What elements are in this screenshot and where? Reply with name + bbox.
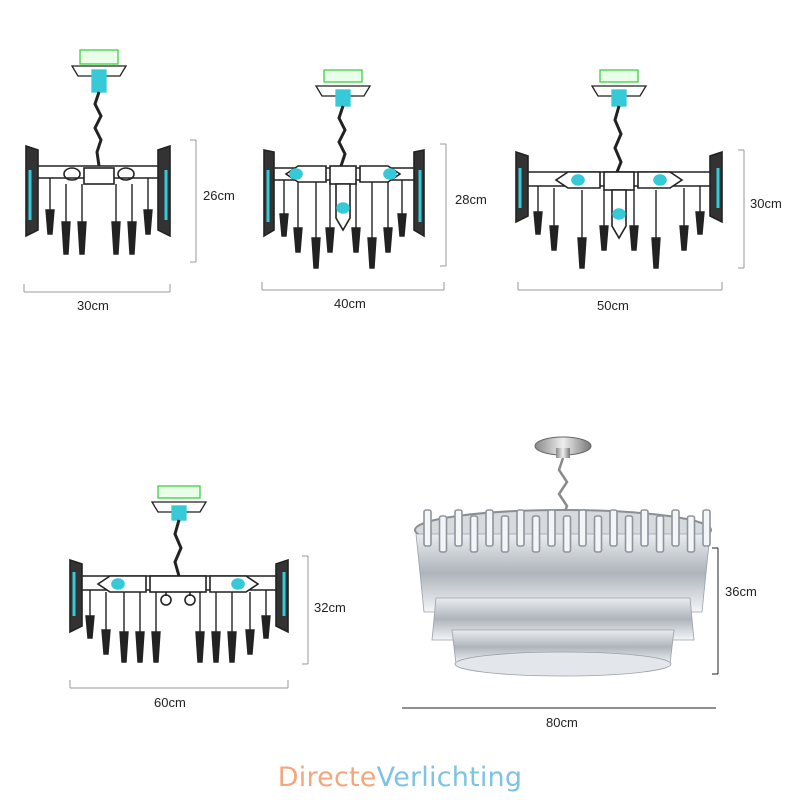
crystal-tier-2 — [431, 597, 695, 641]
width-label-50: 50cm — [597, 298, 629, 313]
crystal-rod — [702, 509, 711, 547]
width-dimension-line — [69, 680, 289, 689]
chain — [613, 105, 623, 173]
frame — [515, 150, 723, 240]
crystal-rod — [531, 515, 541, 553]
chain — [173, 519, 183, 577]
crystal-rod — [593, 515, 603, 553]
crystal-rod — [624, 515, 634, 553]
brand-logo: DirecteVerlichting — [0, 762, 800, 793]
height-label-30: 26cm — [203, 188, 235, 203]
frame — [69, 558, 289, 634]
crystal-rod — [516, 509, 525, 547]
chain — [337, 105, 347, 167]
frame — [25, 144, 171, 238]
pendants — [45, 178, 153, 255]
crystal-rod — [438, 515, 448, 553]
width-label-30: 30cm — [77, 298, 109, 313]
pendants — [279, 180, 407, 269]
crystal-rod — [500, 515, 510, 553]
width-label-40: 40cm — [334, 296, 366, 311]
crystal-rod — [578, 509, 587, 547]
crystal-rod — [547, 509, 556, 547]
height-label-40: 28cm — [455, 192, 487, 207]
canopy — [314, 69, 372, 107]
width-dimension-line — [23, 284, 171, 293]
crystal-rods — [423, 509, 711, 553]
brand-part-1: Directe — [277, 762, 377, 793]
crystal-rod — [485, 509, 494, 547]
crystal-rod — [671, 509, 680, 547]
pendants — [533, 186, 705, 269]
crystal-rod — [686, 515, 696, 553]
crystal-rod — [469, 515, 479, 553]
crystal-tier-3 — [451, 629, 675, 677]
height-dimension-line — [190, 139, 197, 263]
ceiling-canopy — [534, 436, 592, 458]
width-label-80: 80cm — [546, 715, 578, 730]
frame — [263, 149, 425, 238]
width-dimension-line — [517, 282, 723, 291]
crystal-rod — [609, 509, 618, 547]
crystal-rod — [640, 509, 649, 547]
canopy — [70, 49, 128, 93]
height-label-60: 32cm — [314, 600, 346, 615]
crystal-rod — [454, 509, 463, 547]
crystal-rod — [655, 515, 665, 553]
height-dimension-line — [440, 143, 447, 267]
height-label-50: 30cm — [750, 196, 782, 211]
height-label-80: 36cm — [725, 584, 757, 599]
chain — [557, 457, 569, 517]
width-label-60: 60cm — [154, 695, 186, 710]
brand-part-2: Verlichting — [376, 762, 523, 793]
height-dimension-line — [712, 547, 719, 675]
canopy — [150, 485, 208, 521]
crystal-rod — [423, 509, 432, 547]
chain — [93, 91, 103, 167]
pendants — [85, 590, 271, 663]
width-dimension-line — [261, 282, 445, 291]
height-dimension-line — [738, 149, 745, 269]
height-dimension-line — [302, 555, 309, 665]
crystal-rod — [562, 515, 572, 553]
